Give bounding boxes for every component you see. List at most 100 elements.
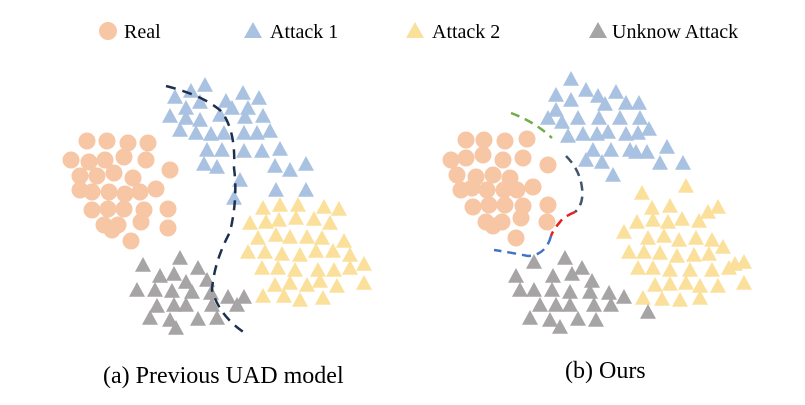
real-point	[514, 149, 532, 167]
attack-2-point	[715, 239, 731, 254]
attack-1-point	[178, 110, 194, 125]
panel-b-boundary-blue	[493, 235, 553, 258]
real-point	[88, 167, 106, 185]
attack-2-point	[254, 260, 270, 275]
unknow-attack-point	[166, 266, 182, 281]
attack-2-point	[316, 199, 332, 214]
attack-1-point	[224, 100, 240, 115]
real-point	[494, 151, 512, 169]
attack-2-point	[644, 200, 660, 215]
attack-2-point	[274, 246, 290, 261]
attack-2-point	[640, 230, 656, 245]
unknow-attack-point	[570, 311, 586, 326]
real-point	[457, 131, 475, 149]
real-point	[484, 217, 502, 235]
attack-2-point	[268, 227, 284, 242]
attack-1-point	[162, 108, 178, 123]
unknow-attack-point	[162, 312, 178, 327]
attack-2-point	[240, 244, 256, 259]
attack-1-point	[251, 90, 267, 105]
attack-2-point	[678, 275, 694, 290]
real-point	[115, 200, 133, 218]
panel-a-points	[62, 77, 372, 335]
attack-1-point	[192, 94, 208, 109]
attack-2-point	[272, 197, 288, 212]
legend-marker-attack-2	[406, 22, 424, 38]
real-point	[132, 213, 150, 231]
attack-1-point	[255, 108, 271, 123]
real-point	[484, 166, 502, 184]
attack-2-point	[329, 278, 345, 293]
attack-2-point	[287, 262, 303, 277]
unknow-attack-point	[562, 297, 578, 312]
attack-1-point	[578, 82, 594, 97]
unknow-attack-point	[168, 320, 184, 335]
panel-b-points	[442, 71, 752, 334]
attack-2-point	[326, 262, 342, 277]
attack-1-point	[167, 89, 183, 104]
attack-1-point	[548, 87, 564, 102]
attack-2-point	[325, 243, 341, 258]
attack-2-point	[308, 243, 324, 258]
real-point	[495, 181, 513, 199]
attack-1-point	[298, 182, 314, 197]
real-point	[480, 196, 498, 214]
unknow-attack-point	[545, 268, 561, 283]
attack-1-point	[237, 109, 253, 124]
real-point	[83, 183, 101, 201]
attack-1-point	[192, 112, 208, 127]
unknow-attack-point	[229, 297, 245, 312]
attack-1-point	[597, 96, 613, 111]
attack-2-point	[255, 288, 271, 303]
unknow-attack-point	[149, 298, 165, 313]
real-point	[464, 198, 482, 216]
unknow-attack-point	[584, 273, 600, 288]
unknow-attack-point	[552, 319, 568, 334]
unknow-attack-point	[190, 260, 206, 275]
unknow-attack-point	[582, 284, 598, 299]
attack-1-point	[214, 142, 230, 157]
attack-2-point	[276, 288, 292, 303]
attack-2-point	[258, 214, 274, 229]
attack-2-point	[255, 200, 271, 215]
attack-1-point	[282, 162, 298, 177]
attack-2-point	[292, 247, 308, 262]
legend: Real Attack 1 Attack 2 Unknow Attack	[99, 21, 738, 43]
real-point	[161, 161, 179, 179]
attack-2-point	[270, 260, 286, 275]
real-point	[518, 130, 536, 148]
attack-1-point	[212, 107, 228, 122]
attack-2-point	[312, 273, 328, 288]
attack-2-point	[336, 233, 352, 248]
panel-previous-uad-model: (a) Previous UAD model	[62, 77, 372, 389]
attack-1-point	[631, 95, 647, 110]
attack-2-point	[629, 214, 645, 229]
unknow-attack-point	[574, 260, 590, 275]
attack-2-point	[621, 244, 637, 259]
attack-2-point	[282, 275, 298, 290]
attack-1-point	[178, 100, 194, 115]
unknow-attack-point	[236, 289, 252, 304]
unknow-attack-point	[209, 310, 225, 325]
panel-b-boundary-red	[549, 210, 576, 237]
unknow-attack-point	[152, 268, 168, 283]
attack-1-point	[188, 125, 204, 140]
real-point	[539, 156, 557, 174]
real-point	[105, 164, 123, 182]
panel-b-boundary-green	[510, 111, 553, 139]
real-point	[147, 180, 165, 198]
attack-1-point	[554, 114, 570, 129]
attack-1-point	[632, 110, 648, 125]
attack-2-point	[342, 247, 358, 262]
attack-2-point	[645, 260, 661, 275]
unknow-attack-point	[135, 257, 151, 272]
attack-2-point	[250, 230, 266, 245]
attack-1-point	[540, 110, 556, 125]
legend-marker-attack-1	[244, 22, 262, 38]
attack-2-point	[691, 213, 707, 228]
attack-2-point	[630, 260, 646, 275]
unknow-attack-point	[220, 289, 236, 304]
real-point	[137, 151, 155, 169]
attack-2-point	[292, 292, 308, 307]
